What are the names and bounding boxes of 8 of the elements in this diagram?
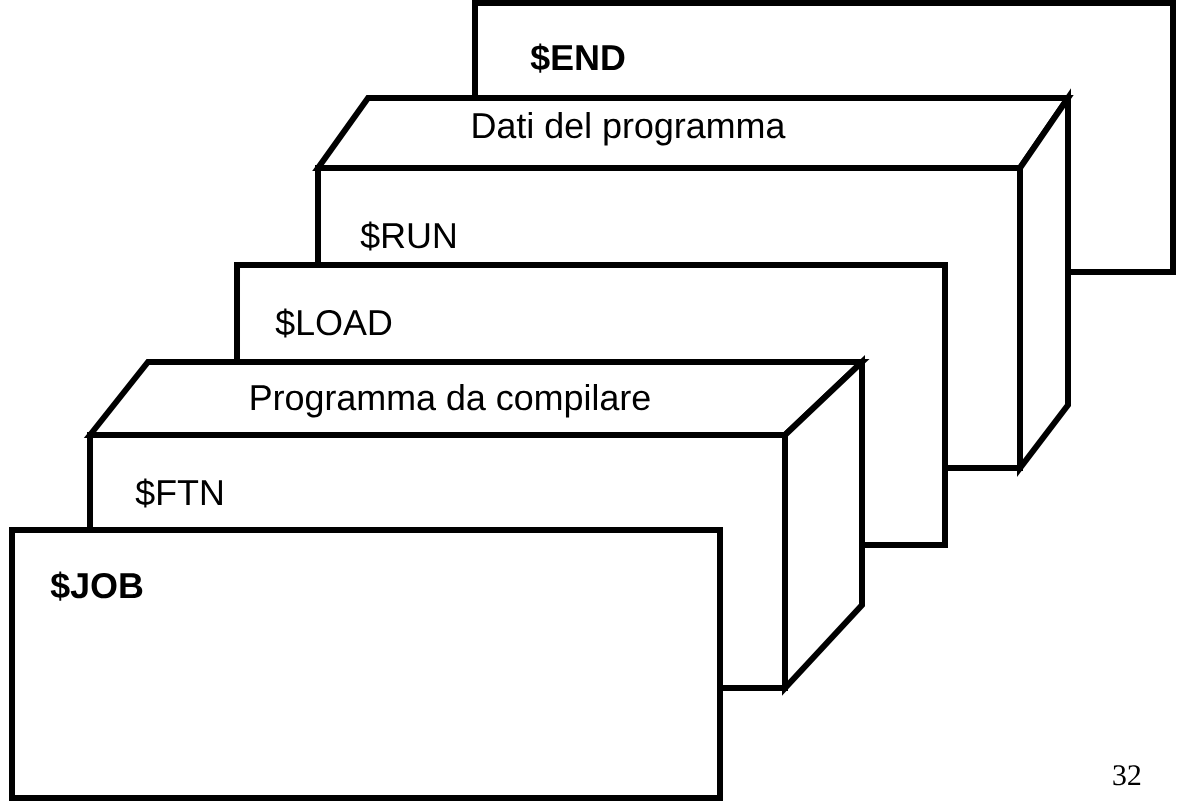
deck-label: Dati del programma xyxy=(473,112,786,146)
card-label: $RUN xyxy=(360,221,455,251)
card-label: $FTN xyxy=(135,478,222,508)
deck-label: Programma da compilare xyxy=(251,384,650,418)
card-label: $END xyxy=(530,43,625,73)
page-number: 32 xyxy=(1113,765,1141,786)
card-label: $JOB xyxy=(50,571,143,601)
card-label: $LOAD xyxy=(275,308,392,338)
